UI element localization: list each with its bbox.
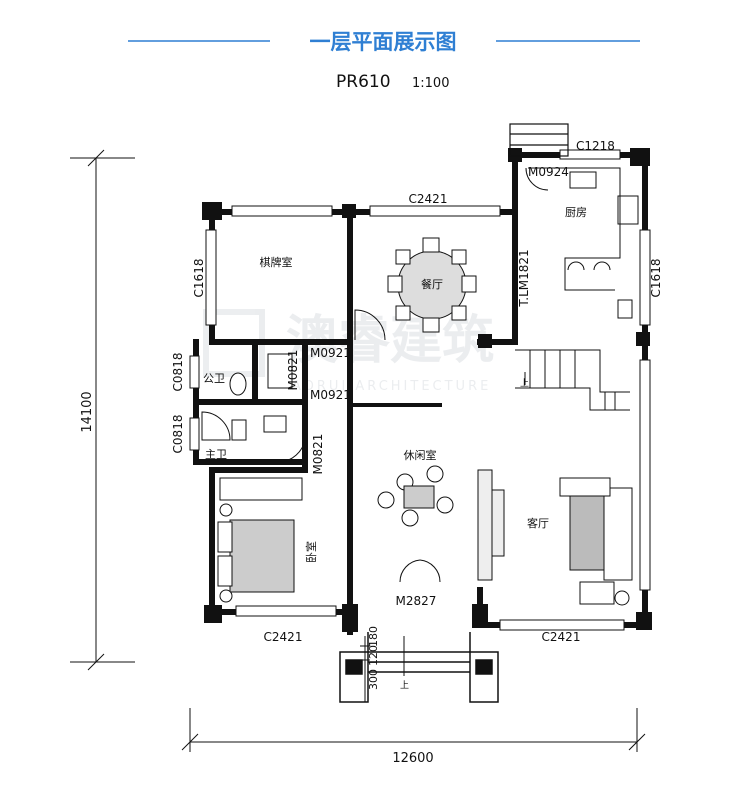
- label-c1618-left: C1618: [192, 259, 206, 298]
- windows: [189, 149, 651, 631]
- doors: [279, 167, 549, 583]
- room-living: 客厅: [527, 516, 549, 530]
- label-c2421-top: C2421: [409, 192, 448, 206]
- dim-step-300: 300: [367, 669, 380, 690]
- bath-fixtures: [201, 353, 293, 441]
- label-c0818-a: C0818: [171, 353, 185, 392]
- room-public-wc: 公卫: [203, 372, 225, 385]
- label-m2827: M2827: [396, 594, 437, 608]
- lounge-tv: [477, 469, 505, 581]
- lounge-table: [377, 465, 454, 527]
- room-dining: 餐厅: [421, 277, 443, 291]
- living-sofa: [559, 477, 633, 606]
- room-lounge: 休闲室: [404, 448, 437, 462]
- label-m0821-a: M0821: [286, 350, 300, 391]
- columns: [202, 148, 652, 632]
- dim-step-120: 120: [367, 645, 380, 666]
- dim-overall-height: 14100: [80, 391, 95, 432]
- entry-porch: [339, 632, 499, 703]
- dim-step-180: 180: [367, 626, 380, 647]
- dim-overall-width: 12600: [392, 751, 433, 766]
- plan-code: PR610: [336, 72, 391, 92]
- room-chess: 棋牌室: [260, 255, 293, 269]
- porch-up-mark: 上: [400, 680, 409, 691]
- label-m0921-a: M0921: [310, 346, 351, 360]
- staircase: [515, 349, 630, 411]
- label-m0921-b: M0921: [310, 388, 351, 402]
- label-c2421-bl: C2421: [264, 630, 303, 644]
- label-m0924: M0924: [528, 165, 569, 179]
- room-kitchen: 厨房: [565, 206, 587, 219]
- bed: [217, 477, 303, 603]
- page-title: 一层平面展示图: [310, 30, 457, 54]
- kitchen-counter: [528, 167, 639, 319]
- back-steps: [509, 123, 569, 157]
- label-c0818-b: C0818: [171, 415, 185, 454]
- label-tlm1821: T.LM1821: [517, 249, 531, 307]
- watermark-sub: AORUI ARCHITECTURE: [292, 379, 491, 394]
- plan-scale: 1:100: [412, 76, 449, 91]
- room-bedroom: 卧室: [304, 541, 318, 563]
- room-master-wc: 主卫: [205, 448, 227, 461]
- label-c1618-right: C1618: [649, 259, 663, 298]
- stair-up-mark: 上: [520, 378, 529, 389]
- dining-table: [387, 237, 477, 333]
- label-c2421-br: C2421: [542, 630, 581, 644]
- label-c1218: C1218: [576, 139, 615, 153]
- dimension-lines: [70, 149, 646, 752]
- label-m0821-b: M0821: [311, 434, 325, 475]
